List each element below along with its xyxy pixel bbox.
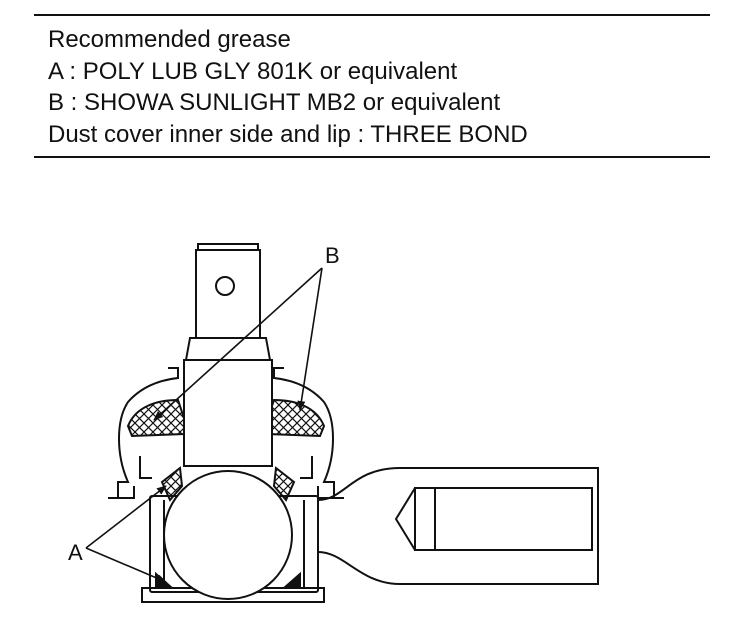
leader-lines	[85, 267, 323, 583]
tie-rod-end-arm	[317, 467, 599, 585]
spec-title: Recommended grease	[48, 26, 291, 53]
ball-stud	[163, 243, 293, 600]
grease-spec-block: Recommended grease A : POLY LUB GLY 801K…	[48, 24, 528, 150]
callout-label-a: A	[68, 540, 83, 565]
spec-line-b: B : SHOWA SUNLIGHT MB2 or equivalent	[48, 89, 501, 116]
callout-label-b: B	[325, 243, 340, 268]
top-rule	[34, 14, 710, 16]
spec-line-dust-cover: Dust cover inner side and lip : THREE BO…	[48, 120, 528, 148]
spec-line-a: A : POLY LUB GLY 801K or equivalent	[48, 57, 458, 85]
bottom-rule	[34, 156, 710, 158]
dust-cover	[108, 367, 344, 499]
